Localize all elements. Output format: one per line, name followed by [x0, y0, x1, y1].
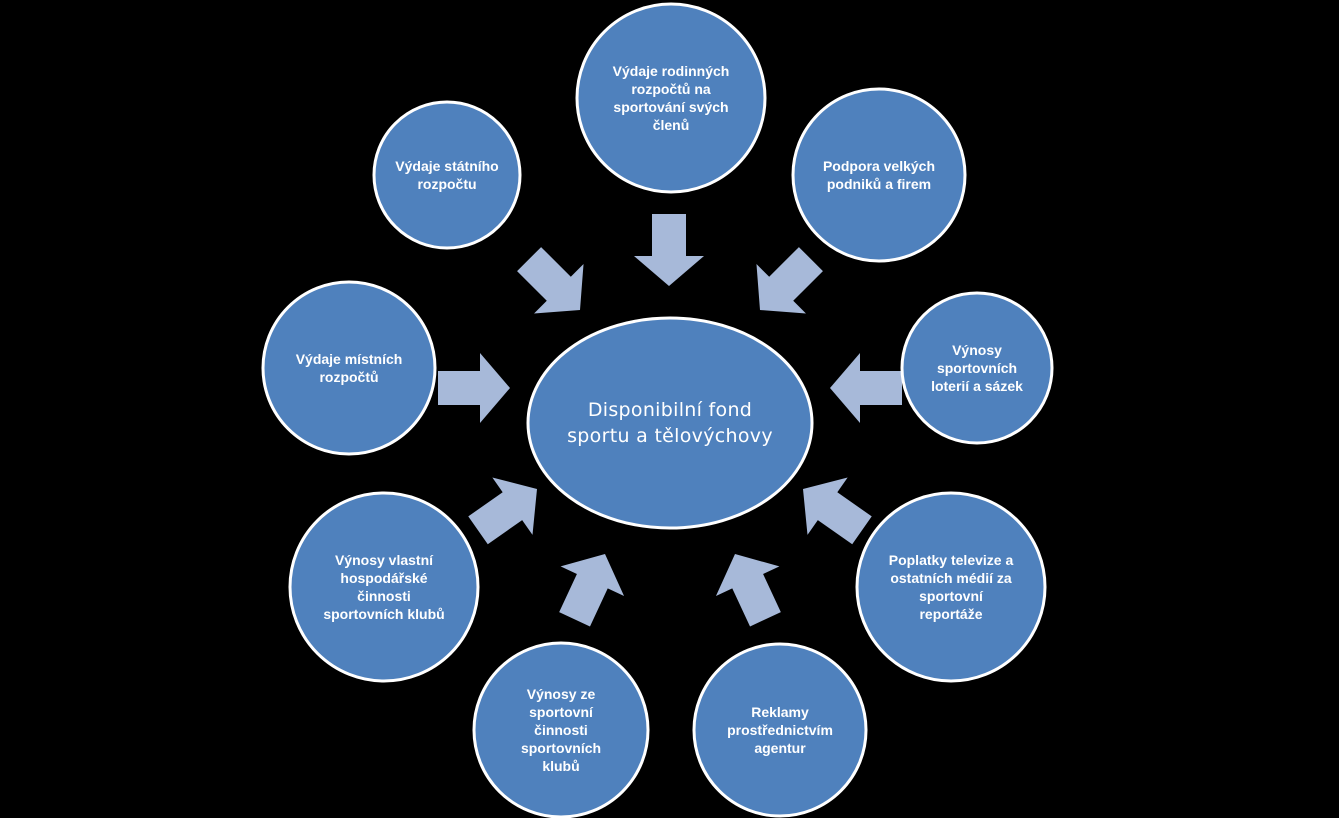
node-own-activity-label: Výnosy vlastní hospodářské činnosti spor… [323, 552, 445, 622]
arrow-from-companies [735, 234, 836, 335]
node-media [855, 491, 1047, 683]
center-node [526, 316, 814, 530]
node-state [372, 100, 522, 250]
arrow-from-own-activity [457, 460, 558, 559]
node-ads [692, 642, 868, 818]
node-state-label: Výdaje státního rozpočtu [395, 158, 499, 192]
arrow-from-family [634, 214, 704, 286]
arrow-from-local [438, 353, 510, 423]
node-sport-activity [472, 641, 650, 818]
arrow-from-ads [703, 539, 798, 635]
node-local-label: Výdaje místních rozpočtů [295, 351, 403, 385]
node-companies [791, 87, 967, 263]
node-local [261, 280, 437, 456]
node-media-label: Poplatky televize a ostatních médií za s… [888, 552, 1014, 622]
node-lottery-label: Výnosy sportovních loterií a sázek [931, 342, 1023, 394]
node-sport-activity-label: Výnosy ze sportovní činnosti sportovních… [520, 686, 602, 774]
node-family [575, 2, 767, 194]
node-ads-label: Reklamy prostřednictvím agentur [727, 704, 833, 756]
node-own-activity [288, 491, 480, 683]
center-label: Disponibilní fond sportu a tělovýchovy [567, 399, 773, 447]
arrow-from-lottery [830, 353, 902, 423]
arrow-from-sport-activity [542, 539, 637, 635]
node-companies-label: Podpora velkých podniků a firem [822, 158, 936, 192]
arrow-from-state [504, 234, 605, 335]
node-lottery [900, 291, 1054, 445]
node-family-label: Výdaje rodinných rozpočtů na sportování … [612, 63, 730, 133]
